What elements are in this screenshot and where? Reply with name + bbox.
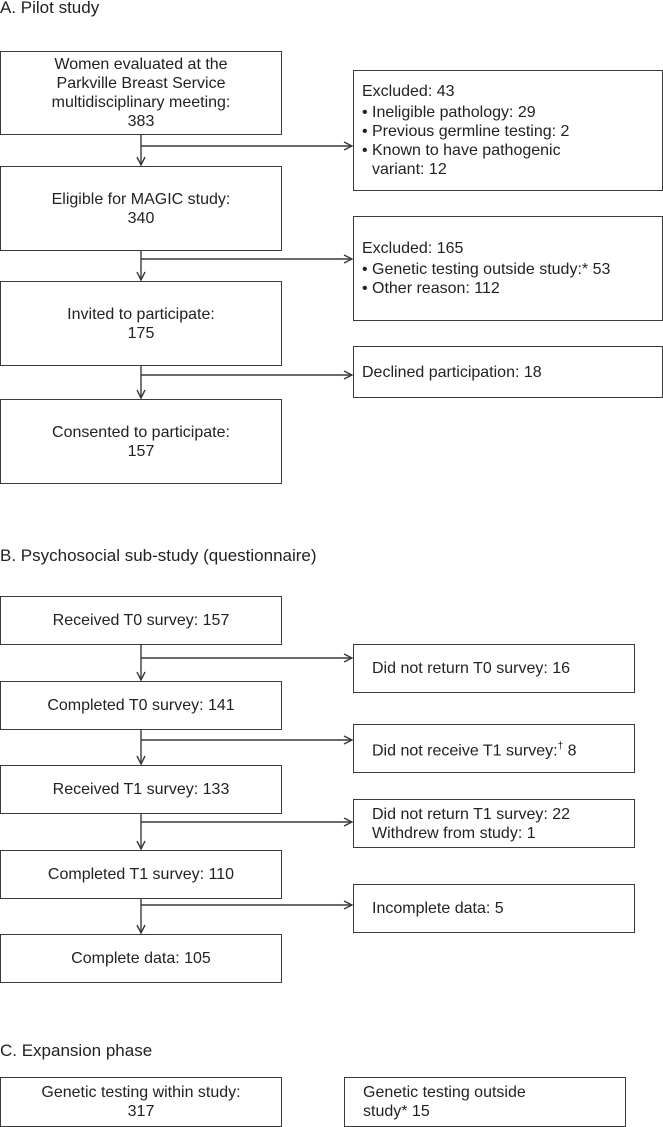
eligible-count: 340 — [127, 209, 155, 227]
declined-box: Declined participation: 18 — [353, 346, 663, 398]
excluded-43-item-text: Previous germline testing: 2 — [372, 123, 570, 140]
excluded-43-continuation: variant: 12 — [372, 161, 447, 178]
incomplete-box: Incomplete data: 5 — [353, 884, 635, 933]
consented-box: Consented to participate: 157 — [0, 399, 282, 484]
completed-t0-box: Completed T0 survey: 141 — [0, 681, 282, 730]
women-evaluated-line3: multidisciplinary meeting: — [51, 94, 231, 111]
outside-study-box: Genetic testing outside study* 15 — [344, 1077, 626, 1127]
not-received-t1-box: Did not receive T1 survey:† 8 — [353, 724, 635, 773]
outside-study-count: study* 15 — [363, 1103, 430, 1120]
received-t1-label: Received T1 survey: 133 — [52, 781, 230, 798]
excluded-43-item: • Known to have pathogenic — [362, 141, 561, 160]
not-returned-t1-box: Did not return T1 survey: 22 Withdrew fr… — [353, 799, 635, 848]
excluded-165-item-text: Other reason: 112 — [372, 280, 500, 297]
women-evaluated-line1: Women evaluated at the — [54, 56, 228, 73]
withdrew-label: Withdrew from study: 1 — [372, 824, 536, 842]
section-c-heading: C. Expansion phase — [0, 1041, 153, 1060]
completed-t1-label: Completed T1 survey: 110 — [47, 866, 235, 883]
not-received-t1-count: 8 — [563, 742, 577, 760]
received-t0-label: Received T0 survey: 157 — [52, 612, 230, 629]
not-returned-t0-label: Did not return T0 survey: 16 — [372, 660, 571, 677]
received-t0-box: Received T0 survey: 157 — [0, 596, 282, 645]
not-received-t1-text: Did not receive T1 survey:† 8 — [372, 737, 576, 760]
bullet-icon: • — [362, 261, 368, 278]
completed-t0-label: Completed T0 survey: 141 — [47, 697, 235, 714]
excluded-165-item-text: Genetic testing outside study:* 53 — [372, 261, 611, 278]
completed-t1-box: Completed T1 survey: 110 — [0, 850, 282, 899]
excluded-165-item: • Genetic testing outside study:* 53 — [362, 260, 610, 279]
excluded-165-box: Excluded: 165 • Genetic testing outside … — [353, 216, 663, 321]
complete-data-box: Complete data: 105 — [0, 934, 282, 983]
excluded-43-item: • Previous germline testing: 2 — [362, 122, 569, 141]
incomplete-label: Incomplete data: 5 — [372, 900, 504, 917]
excluded-43-title: Excluded: 43 — [362, 83, 455, 100]
eligible-label: Eligible for MAGIC study: — [51, 190, 231, 208]
not-received-t1-label: Did not receive T1 survey: — [372, 742, 558, 760]
within-study-count: 317 — [127, 1103, 155, 1120]
eligible-box: Eligible for MAGIC study: 340 — [0, 166, 282, 251]
complete-data-label: Complete data: 105 — [71, 950, 211, 967]
women-evaluated-box: Women evaluated at the Parkville Breast … — [0, 51, 282, 135]
excluded-43-item: • Ineligible pathology: 29 — [362, 103, 536, 122]
outside-study-label: Genetic testing outside — [363, 1084, 526, 1101]
invited-label: Invited to participate: — [67, 305, 215, 323]
women-evaluated-count: 383 — [127, 113, 155, 130]
consented-count: 157 — [127, 442, 155, 460]
consented-label: Consented to participate: — [52, 423, 230, 441]
bullet-icon: • — [362, 280, 368, 297]
bullet-icon: • — [362, 123, 368, 140]
not-returned-t0-box: Did not return T0 survey: 16 — [353, 644, 635, 693]
invited-box: Invited to participate: 175 — [0, 281, 282, 366]
women-evaluated-line2: Parkville Breast Service — [56, 75, 226, 92]
excluded-165-item: • Other reason: 112 — [362, 279, 500, 298]
excluded-43-item-text: Known to have pathogenic — [372, 142, 561, 159]
not-returned-t1-label: Did not return T1 survey: 22 — [372, 805, 571, 823]
bullet-icon: • — [362, 142, 368, 159]
within-study-label: Genetic testing within study: — [41, 1084, 241, 1101]
excluded-165-title: Excluded: 165 — [362, 240, 464, 257]
within-study-box: Genetic testing within study: 317 — [0, 1077, 282, 1127]
received-t1-box: Received T1 survey: 133 — [0, 765, 282, 814]
section-a-heading: A. Pilot study — [0, 0, 100, 17]
invited-count: 175 — [127, 324, 155, 342]
section-b-heading: B. Psychosocial sub-study (questionnaire… — [0, 546, 317, 565]
excluded-43-item-text: Ineligible pathology: 29 — [372, 104, 536, 121]
bullet-icon: • — [362, 104, 368, 121]
excluded-43-box: Excluded: 43 • Ineligible pathology: 29 … — [353, 70, 663, 191]
declined-label: Declined participation: 18 — [362, 363, 542, 381]
dagger-footnote-mark: † — [557, 740, 564, 752]
